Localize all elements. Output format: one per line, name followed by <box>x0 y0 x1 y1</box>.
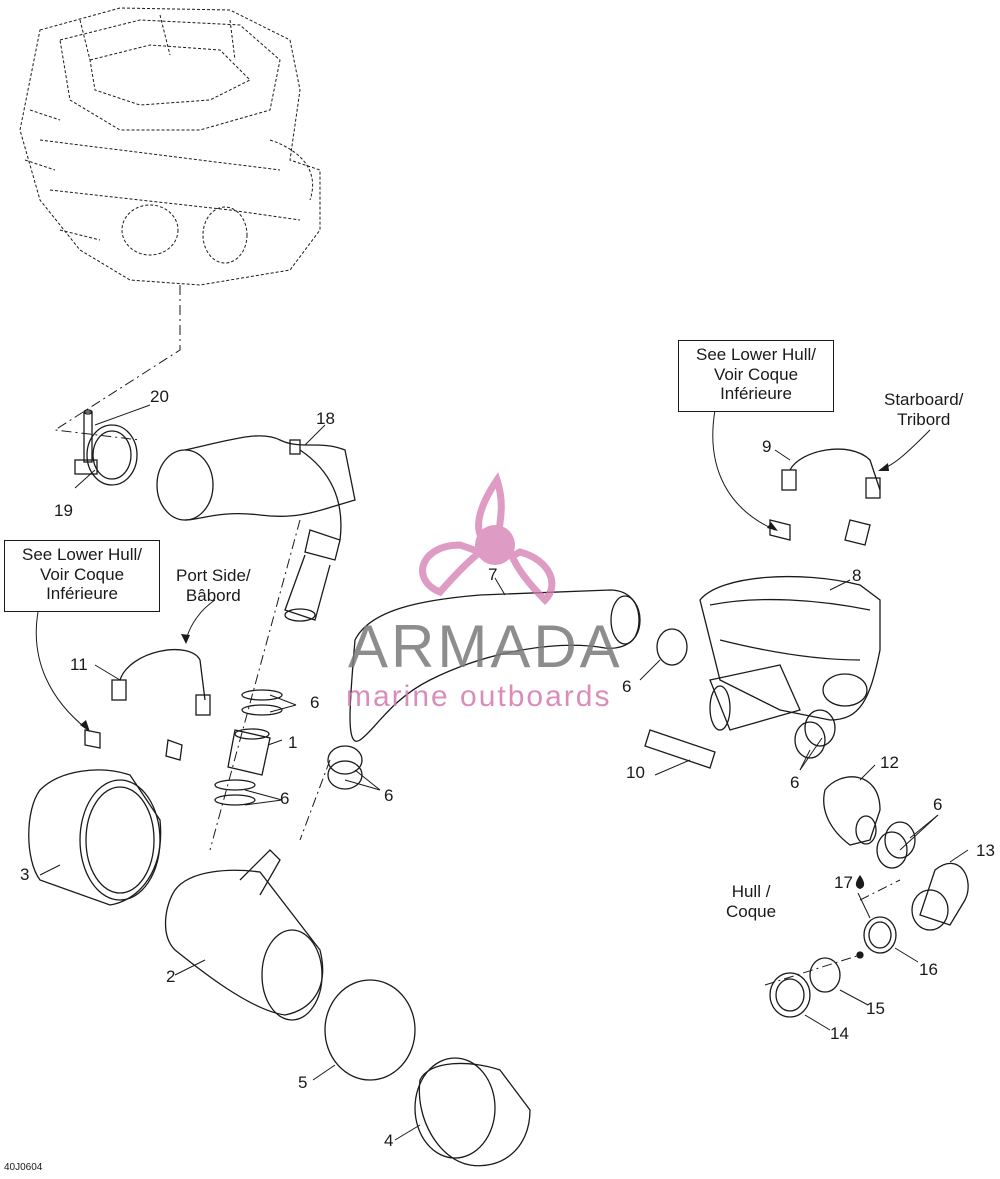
callout-16: 16 <box>919 960 938 979</box>
part-15-ring <box>809 957 841 993</box>
callout-4: 4 <box>384 1131 394 1150</box>
callout-18: 18 <box>316 409 335 428</box>
part-8-muffler <box>699 575 881 721</box>
note-line: Inférieure <box>720 384 792 404</box>
callout-6: 6 <box>310 693 320 712</box>
part-18-exhaust-pipe <box>156 435 356 622</box>
part-16-gasket <box>863 916 897 954</box>
part-4-end-cap <box>414 1057 531 1167</box>
callout-17: 17 <box>834 873 853 892</box>
note-line: See Lower Hull/ <box>21 545 142 564</box>
note-line: Port Side/ <box>176 566 251 585</box>
part-10-strip <box>644 729 716 769</box>
callout-20: 20 <box>150 387 169 406</box>
note-line: Voir Coque <box>713 364 799 384</box>
note-port-side: Port Side/ Bâbord <box>176 566 251 605</box>
drop-icon <box>855 875 865 889</box>
muffler-tube <box>709 664 801 731</box>
part-6-clamps-upper <box>656 628 836 759</box>
part-6-clamp-lower <box>876 821 916 869</box>
part-20-pin <box>83 409 93 463</box>
note-box-lower-hull-left: See Lower Hull/ Voir Coque Inférieure <box>4 540 160 612</box>
callout-13: 13 <box>976 841 995 860</box>
callout-2: 2 <box>166 967 176 986</box>
watermark-name: ARMADA <box>348 613 623 680</box>
watermark-tagline: marine outboards <box>346 680 612 713</box>
callout-8: 8 <box>852 566 862 585</box>
part-14-nut <box>769 972 811 1018</box>
callout-3: 3 <box>20 865 30 884</box>
note-line: Coque <box>726 901 777 921</box>
note-line: Tribord <box>897 409 951 429</box>
callout-6: 6 <box>790 773 800 792</box>
note-box-lower-hull-right: See Lower Hull/ Voir Coque Inférieure <box>678 340 834 412</box>
part-1-coupler <box>227 728 271 776</box>
part-19-clamp <box>74 424 138 486</box>
hull-point <box>856 951 864 959</box>
note-starboard: Starboard/ Tribord <box>884 390 963 429</box>
engine-block <box>19 7 321 286</box>
callout-10: 10 <box>626 763 645 782</box>
callout-5: 5 <box>298 1073 308 1092</box>
callout-6: 6 <box>280 789 290 808</box>
note-line: Hull / <box>731 882 771 901</box>
part-11-strap <box>84 648 211 761</box>
callout-6: 6 <box>384 786 394 805</box>
part-12-elbow <box>823 776 881 846</box>
note-hull: Hull / Coque <box>726 882 776 921</box>
callout-14: 14 <box>830 1024 849 1043</box>
part-2-muffler-cylinder <box>164 849 324 1021</box>
callout-6: 6 <box>622 677 632 696</box>
propeller-icon <box>419 472 556 605</box>
callout-1: 1 <box>288 733 298 752</box>
part-7-hose <box>349 589 641 742</box>
callout-15: 15 <box>866 999 885 1018</box>
note-line: See Lower Hull/ <box>695 345 816 364</box>
part-5-ring <box>324 979 416 1081</box>
note-line: Bâbord <box>185 585 241 605</box>
note-line: Inférieure <box>46 584 118 604</box>
part-3-canister <box>28 769 162 906</box>
note-line: Voir Coque <box>39 564 125 584</box>
callout-12: 12 <box>880 753 899 772</box>
callout-9: 9 <box>762 437 772 456</box>
callout-7: 7 <box>488 565 498 584</box>
part-13-outlet <box>911 862 969 931</box>
callout-6: 6 <box>933 795 943 814</box>
note-line: Starboard/ <box>884 390 964 409</box>
callout-19: 19 <box>54 501 73 520</box>
diagram-code: 40J0604 <box>4 1162 43 1173</box>
callout-11: 11 <box>70 655 88 674</box>
part-9-strap <box>769 448 881 546</box>
